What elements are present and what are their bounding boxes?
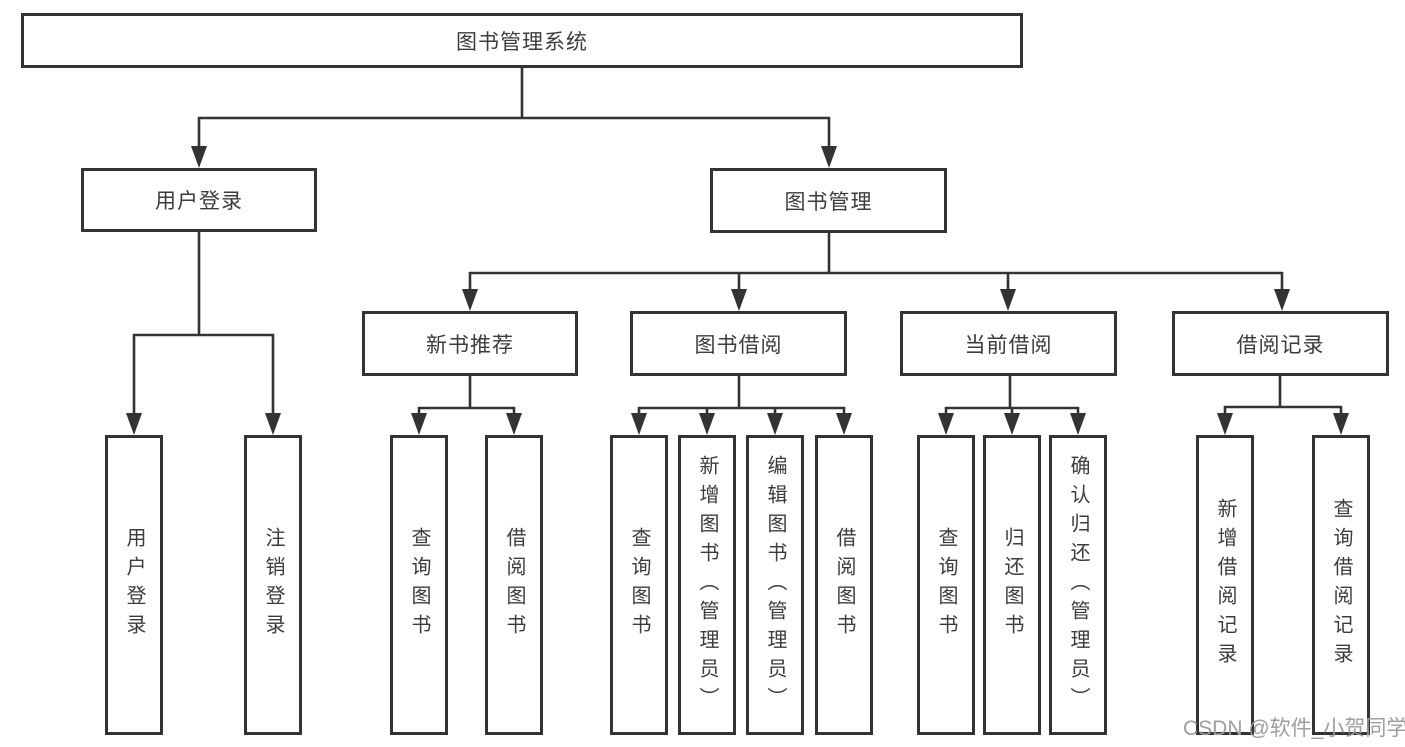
node-book-mgmt-label: 图书管理: [784, 190, 873, 214]
node-borrow-records-label: 借阅记录: [1236, 333, 1325, 357]
leaf-new-book-query: 查询图书: [390, 435, 448, 735]
node-book-mgmt: 图书管理: [710, 168, 947, 233]
connector-user-login-children: [126, 232, 281, 435]
node-book-borrow-label: 图书借阅: [694, 333, 783, 357]
leaf-borrow-add: 新增图书（管理员）: [678, 435, 736, 735]
node-current-borrow-label: 当前借阅: [964, 333, 1053, 357]
node-root: 图书管理系统: [21, 13, 1023, 68]
leaf-borrow-edit-label: 编辑图书（管理员）: [764, 454, 786, 716]
leaf-current-return: 归还图书: [983, 435, 1041, 735]
leaf-borrow-edit: 编辑图书（管理员）: [746, 435, 804, 735]
node-new-book-label: 新书推荐: [426, 333, 514, 357]
connector-book-borrow-children: [631, 376, 852, 435]
leaf-new-book-borrow-label: 借阅图书: [503, 527, 525, 643]
node-book-borrow: 图书借阅: [630, 311, 847, 376]
leaf-records-add-label: 新增借阅记录: [1214, 498, 1236, 672]
leaf-user-login: 用户登录: [105, 435, 163, 735]
leaf-user-login-label: 用户登录: [123, 527, 145, 643]
node-root-label: 图书管理系统: [456, 30, 588, 54]
node-new-book: 新书推荐: [362, 311, 578, 376]
connector-current-borrow-children: [938, 376, 1086, 435]
leaf-records-query-label: 查询借阅记录: [1330, 498, 1352, 672]
leaf-current-return-label: 归还图书: [1001, 527, 1023, 643]
connector-new-book-children: [411, 376, 522, 435]
connector-book-mgmt-children: [462, 233, 1290, 311]
leaf-borrow-query-label: 查询图书: [628, 527, 650, 643]
node-current-borrow: 当前借阅: [900, 311, 1117, 376]
watermark: CSDN @软件_小贺同学: [1183, 717, 1405, 740]
connector-borrow-records-children: [1217, 376, 1349, 435]
leaf-records-query: 查询借阅记录: [1312, 435, 1370, 735]
leaf-new-book-borrow: 借阅图书: [485, 435, 543, 735]
leaf-borrow-add-label: 新增图书（管理员）: [696, 454, 718, 716]
node-user-login: 用户登录: [81, 168, 317, 232]
leaf-records-add: 新增借阅记录: [1196, 435, 1254, 735]
leaf-logout: 注销登录: [244, 435, 302, 735]
leaf-new-book-query-label: 查询图书: [408, 527, 430, 643]
connector-root-to-level2: [191, 68, 837, 168]
leaf-borrow-borrow: 借阅图书: [815, 435, 873, 735]
node-user-login-label: 用户登录: [155, 190, 243, 213]
leaf-borrow-query: 查询图书: [610, 435, 668, 735]
leaf-borrow-borrow-label: 借阅图书: [833, 527, 855, 643]
leaf-logout-label: 注销登录: [262, 527, 284, 643]
leaf-current-confirm-return-label: 确认归还（管理员）: [1067, 454, 1089, 716]
leaf-current-confirm-return: 确认归还（管理员）: [1049, 435, 1107, 735]
leaf-current-query-label: 查询图书: [935, 527, 957, 643]
leaf-current-query: 查询图书: [917, 435, 975, 735]
node-borrow-records: 借阅记录: [1172, 311, 1389, 376]
